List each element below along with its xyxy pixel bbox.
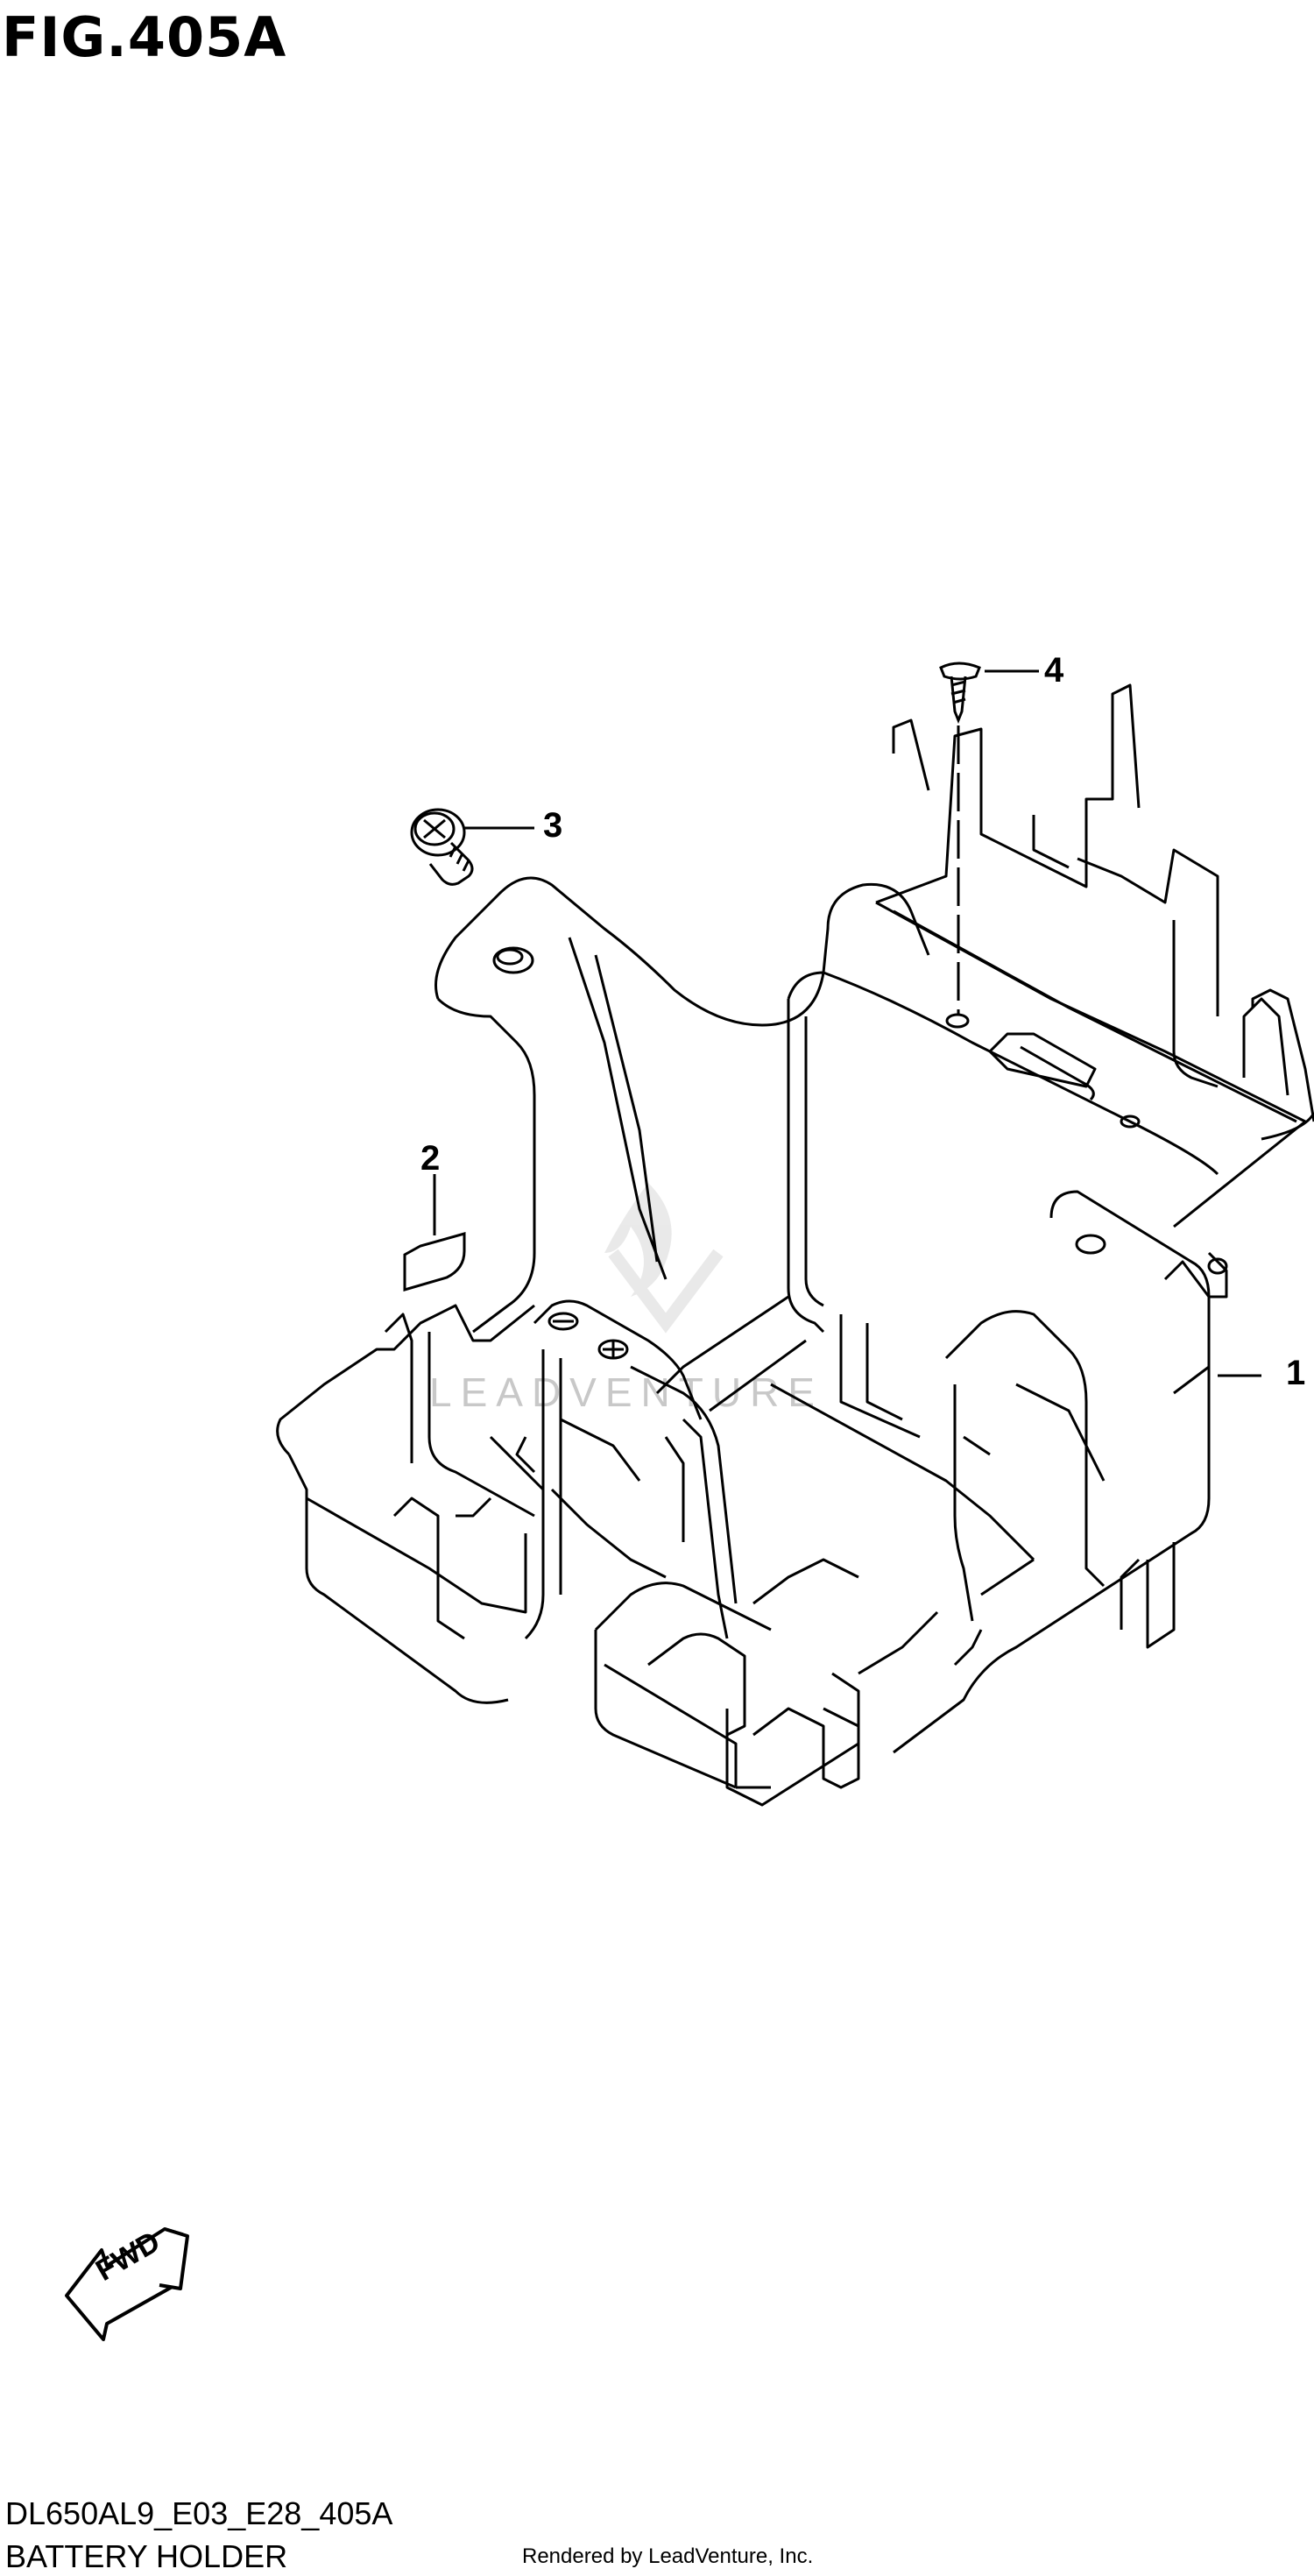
render-credit: Rendered by LeadVenture, Inc. — [522, 2544, 814, 2568]
bolt-part — [410, 808, 474, 886]
callout-4: 4 — [1044, 651, 1064, 690]
reference-code: DL650AL9_E03_E28_405A — [5, 2495, 393, 2531]
watermark-text: LEADVENTURE — [429, 1369, 823, 1415]
label-part — [403, 1232, 466, 1292]
watermark-logo — [604, 1183, 724, 1334]
leader-lines — [433, 669, 1261, 1377]
callout-1: 1 — [1286, 1354, 1305, 1392]
battery-holder-part — [276, 683, 1314, 1807]
callout-2: 2 — [420, 1139, 440, 1178]
figure-title: FIG.405A — [2, 5, 287, 69]
callout-3: 3 — [543, 806, 562, 845]
screw-part — [939, 662, 981, 1015]
forward-direction-arrow: FWD — [65, 2225, 189, 2341]
figure-name: BATTERY HOLDER — [5, 2538, 288, 2574]
